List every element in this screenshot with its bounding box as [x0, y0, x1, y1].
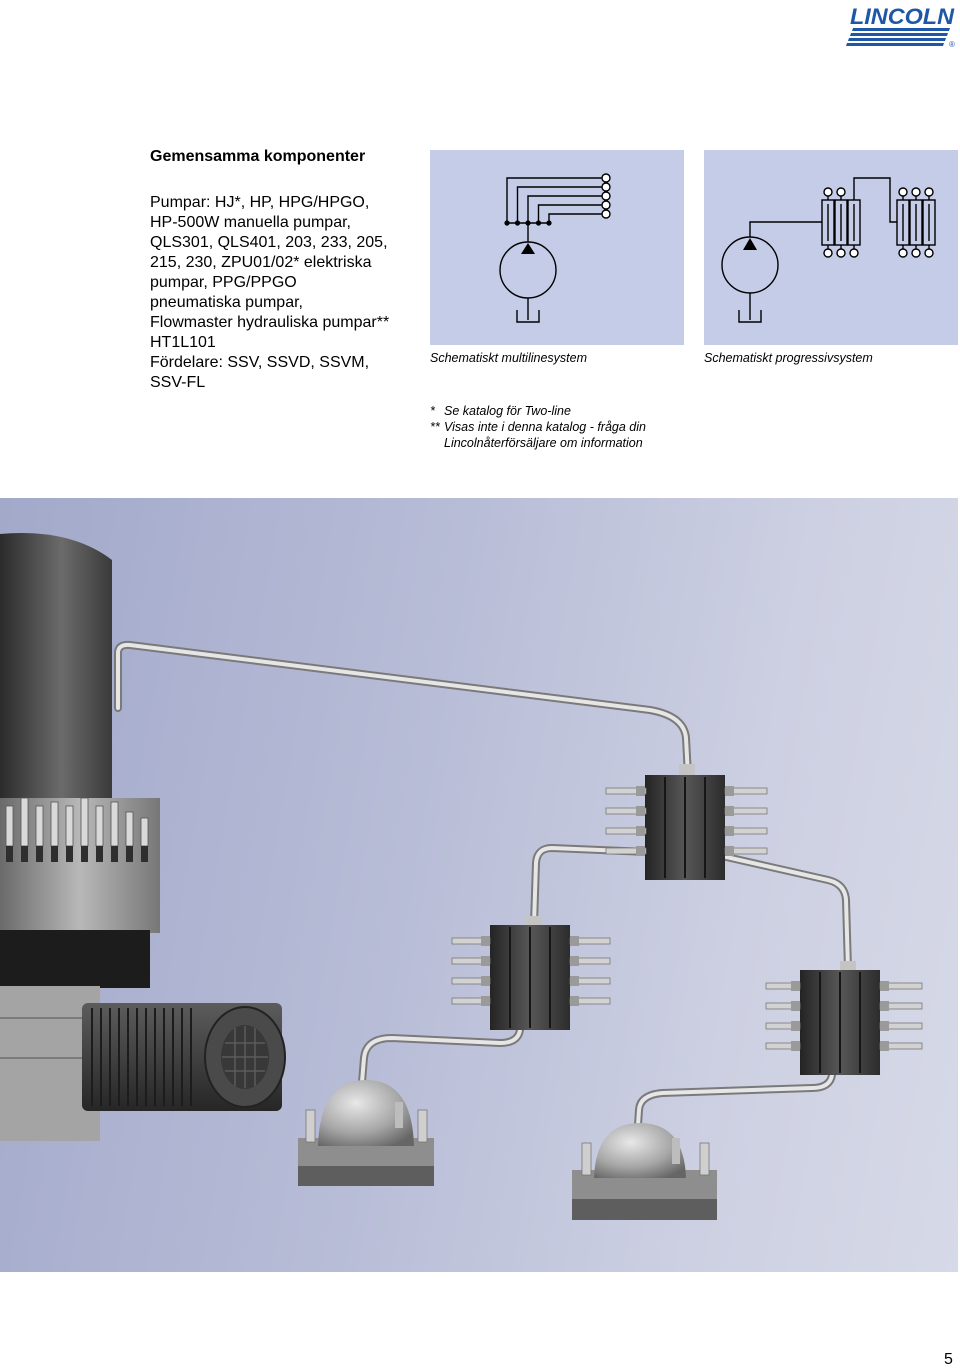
logo-stripes	[846, 28, 950, 46]
lubrication-system-photo	[0, 498, 958, 1272]
bearing-housing	[298, 1080, 434, 1186]
progressive-distributor-primary	[821, 199, 861, 246]
component-line: 215, 230, ZPU01/02* elektriska	[150, 254, 372, 271]
feed-line	[527, 195, 602, 223]
pump-ring	[0, 930, 150, 988]
footnotes: * Se katalog för Two-line ** Visas inte i …	[430, 403, 646, 451]
pump-reservoir	[0, 533, 112, 838]
tank-symbol	[516, 310, 540, 323]
component-line: Flowmaster hydrauliska pumpar**	[150, 314, 390, 331]
secondary-feed-line	[853, 177, 897, 223]
component-line: Fördelare: SSV, SSVD, SSVM,	[150, 354, 370, 371]
main-feed-line	[749, 221, 822, 237]
pump-motor	[82, 1003, 286, 1111]
distributor-block	[605, 764, 768, 880]
section-heading: Gemensamma komponenter	[150, 148, 366, 165]
page-number: 5	[944, 1351, 953, 1368]
tank-symbol	[738, 310, 762, 323]
feed-line	[537, 204, 602, 223]
component-line: pumpar, PPG/PPGO	[150, 274, 297, 291]
footnote: * Se katalog för Two-line	[430, 403, 646, 419]
progressive-caption: Schematiskt progressivsystem	[704, 351, 873, 365]
component-line: HP-500W manuella pumpar,	[150, 214, 351, 231]
logo-registered-mark: ®	[949, 40, 955, 48]
outlet-stubs	[827, 196, 930, 249]
lube-point-circles	[823, 187, 934, 258]
progressive-schematic	[704, 150, 958, 345]
footnote: ** Visas inte i denna katalog - fråga din	[430, 419, 646, 435]
bearing-housing	[572, 1123, 717, 1220]
junction-dots	[504, 220, 552, 226]
pump-symbol	[499, 241, 557, 299]
distributor-block	[765, 961, 923, 1075]
component-line: SSV-FL	[150, 374, 206, 391]
logo-wordmark: LINCOLN	[850, 4, 955, 29]
feed-line	[516, 186, 602, 223]
feed-pipes	[114, 640, 852, 1129]
multiline-caption: Schematiskt multilinesystem	[430, 351, 587, 365]
feed-line	[506, 177, 602, 223]
footnote-continuation: Lincolnåterförsäljare om information	[430, 435, 646, 451]
pump-head	[0, 797, 160, 933]
footnote-text: Visas inte i denna katalog - fråga din	[444, 420, 646, 434]
footnote-marker: *	[430, 404, 435, 418]
progressive-distributor-secondary	[896, 199, 936, 246]
component-list: Pumpar: HJ*, HP, HPG/HPGO, HP-500W manue…	[150, 193, 389, 393]
pump-symbol	[721, 236, 779, 294]
lube-point-circles	[601, 173, 611, 219]
component-line: HT1L101	[150, 334, 216, 351]
distributor-block	[451, 916, 611, 1030]
feed-line	[548, 213, 602, 223]
component-line: QLS301, QLS401, 203, 233, 205,	[150, 234, 388, 251]
component-line: Pumpar: HJ*, HP, HPG/HPGO,	[150, 194, 370, 211]
footnote-marker: **	[430, 420, 440, 434]
lincoln-logo: LINCOLN ®	[846, 2, 958, 49]
footnote-text: Lincolnåterförsäljare om information	[444, 436, 643, 450]
multiline-schematic	[430, 150, 684, 345]
footnote-text: Se katalog för Two-line	[444, 404, 571, 418]
component-line: pneumatiska pumpar,	[150, 294, 303, 311]
